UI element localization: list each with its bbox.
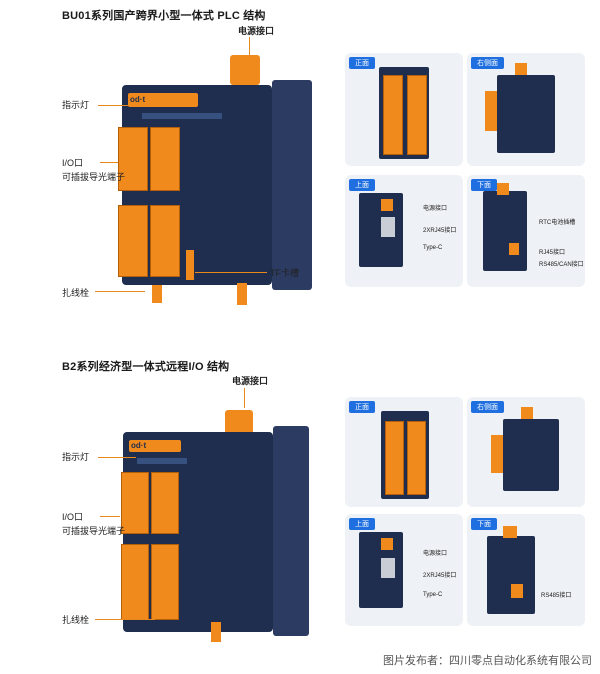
bottom-label-rs485: RS485/CAN接口	[539, 262, 584, 268]
view-card-top: 上面 电源接口 2XRJ45接口 Type-C	[345, 175, 463, 287]
view2-tag-bottom: 下面	[471, 518, 497, 530]
view-tag-top: 上面	[349, 179, 375, 191]
top-label-power: 电源接口	[423, 206, 448, 212]
bottom-label-rtc: RTC电池插槽	[539, 220, 576, 226]
view2-card-bottom: 下面 RS485接口	[467, 514, 585, 626]
view2-card-front: 正面	[345, 397, 463, 507]
view2-tag-front: 正面	[349, 401, 375, 413]
label-tf: TF卡槽	[270, 268, 299, 278]
footer-credit: 图片发布者：四川零点自动化系统有限公司	[383, 655, 592, 667]
view2-tag-right: 右侧面	[471, 401, 504, 413]
top-label-typec: Type-C	[423, 245, 443, 251]
label2-io: I/O口	[62, 512, 84, 522]
view-card-front: 正面	[345, 53, 463, 166]
section1-title: BU01系列国产跨界小型一体式 PLC 结构	[62, 10, 266, 22]
plc-device-image: od·t	[112, 55, 312, 310]
top2-label-power: 电源接口	[423, 551, 448, 557]
top2-label-rj45: 2XRJ45接口	[423, 573, 457, 579]
io-device-image: od·t	[117, 410, 317, 645]
view-tag-front: 正面	[349, 57, 375, 69]
view-tag-bottom: 下面	[471, 179, 497, 191]
power-connector	[230, 55, 260, 85]
bottom2-label-rs485: RS485接口	[541, 593, 572, 599]
view-tag-right: 右侧面	[471, 57, 504, 69]
label2-tie: 扎线栓	[62, 615, 90, 625]
label-power: 电源接口	[238, 26, 275, 36]
brand-logo-2: od·t	[131, 441, 147, 450]
section2-title: B2系列经济型一体式远程I/O 结构	[62, 361, 230, 373]
label-indicator: 指示灯	[62, 100, 90, 110]
label2-power: 电源接口	[232, 376, 269, 386]
label2-indicator: 指示灯	[62, 452, 90, 462]
view-card-bottom: 下面 RTC电池插槽 RJ45接口 RS485/CAN接口	[467, 175, 585, 287]
brand-logo: od·t	[130, 95, 146, 104]
label-terminal: 可插拔导光端子	[62, 172, 126, 182]
view2-card-top: 上面 电源接口 2XRJ45接口 Type-C	[345, 514, 463, 626]
label-io: I/O口	[62, 158, 84, 168]
bottom-label-rj45: RJ45接口	[539, 250, 566, 256]
view-card-right: 右侧面	[467, 53, 585, 166]
top2-label-typec: Type-C	[423, 592, 443, 598]
view2-card-right: 右侧面	[467, 397, 585, 507]
view2-tag-top: 上面	[349, 518, 375, 530]
label2-terminal: 可插拔导光端子	[62, 526, 126, 536]
label-tie: 扎线栓	[62, 288, 90, 298]
top-label-rj45: 2XRJ45接口	[423, 228, 457, 234]
